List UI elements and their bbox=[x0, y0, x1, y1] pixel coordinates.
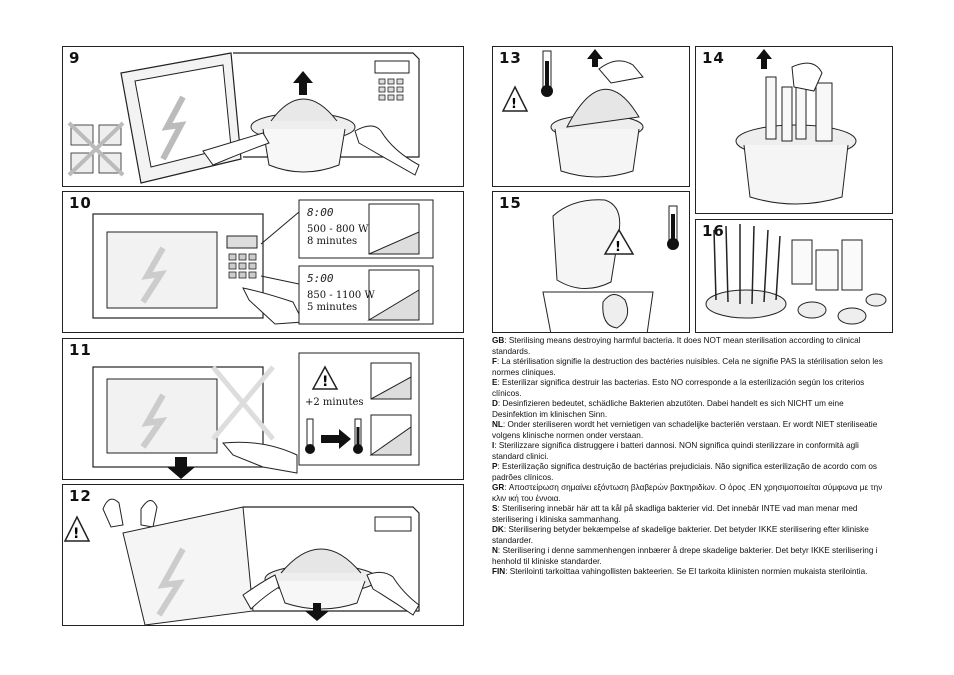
disclaimer-i: I: Sterilizzare significa distruggere i … bbox=[492, 441, 859, 461]
step-9-panel: 9 bbox=[62, 46, 464, 187]
step-number: 15 bbox=[499, 194, 522, 212]
disclaimer-gb: GB: Sterilising means destroying harmful… bbox=[492, 336, 861, 356]
power-label: 850 - 1100 W bbox=[307, 290, 375, 301]
clean-parts-illustration bbox=[705, 224, 887, 325]
step-number: 11 bbox=[69, 341, 92, 359]
step-14-panel: 14 bbox=[695, 46, 893, 214]
disclaimer-n: N: Sterilisering i denne sammenhengen in… bbox=[492, 546, 878, 566]
microwave-settings-illustration bbox=[92, 199, 434, 325]
time-label: 5 minutes bbox=[307, 302, 358, 313]
disclaimer-fin: FIN: Sterilointi tarkoittaa vahingollist… bbox=[492, 567, 868, 576]
time-label: 8 minutes bbox=[307, 236, 358, 247]
disclaimer-gr: GR: Αποστείρωση σημαίνει εξόντωση βλαβερ… bbox=[492, 483, 883, 503]
power-range-2: 850 - 1100 W 5 minutes bbox=[307, 290, 375, 314]
step-number: 10 bbox=[69, 194, 92, 212]
remove-bottles-illustration bbox=[735, 49, 857, 205]
disclaimer-f: F: La stérilisation signifie la destruct… bbox=[492, 357, 883, 377]
disclaimer-p: P: Esterilização significa destruição de… bbox=[492, 462, 878, 482]
remove-lid-illustration: ! bbox=[501, 49, 644, 178]
step-number: 12 bbox=[69, 487, 92, 505]
step-15-panel: 15 ! bbox=[492, 191, 690, 333]
svg-text:!: ! bbox=[511, 97, 517, 112]
step-number: 9 bbox=[69, 49, 81, 67]
step-16-panel: 16 bbox=[695, 219, 893, 333]
disclaimer-e: E: Esterilizar significa destruir las ba… bbox=[492, 378, 865, 398]
thermometer-icon bbox=[541, 50, 553, 97]
microwave-wait-illustration: ! bbox=[92, 352, 420, 479]
disclaimer-d: D: Desinfizieren bedeutet, schädliche Ba… bbox=[492, 399, 844, 419]
thermometer-icon bbox=[305, 418, 315, 454]
microwave-remove-illustration: ! bbox=[63, 498, 420, 625]
power-range-1: 500 - 800 W 8 minutes bbox=[307, 224, 368, 248]
svg-text:!: ! bbox=[322, 374, 328, 390]
disclaimer-nl: NL: Onder steriliseren wordt het verniet… bbox=[492, 420, 878, 440]
display-time-2: 5:00 bbox=[307, 272, 334, 285]
step-number: 13 bbox=[499, 49, 522, 67]
display-time-1: 8:00 bbox=[307, 206, 334, 219]
drain-water-illustration: ! bbox=[542, 199, 679, 332]
step-13-panel: 13 ! bbox=[492, 46, 690, 187]
disclaimer-s: S: Sterilisering innebär här att ta kål … bbox=[492, 504, 858, 524]
timer-dial-icon bbox=[368, 203, 420, 255]
step-number: 16 bbox=[702, 222, 725, 240]
timer-dial-icon bbox=[367, 269, 420, 321]
step-11-panel: 11 ! +2 minutes bbox=[62, 338, 464, 480]
step-12-panel: 12 ! bbox=[62, 484, 464, 626]
power-label: 500 - 800 W bbox=[307, 224, 369, 235]
step-10-panel: 10 8:00 500 - 800 W 8 minutes 5:00 850 -… bbox=[62, 191, 464, 333]
disclaimer-dk: DK: Sterilisering betyder bekæmpelse af … bbox=[492, 525, 869, 545]
extra-time-label: +2 minutes bbox=[305, 397, 364, 408]
thermometer-icon bbox=[353, 418, 363, 454]
svg-text:!: ! bbox=[73, 526, 79, 542]
thermometer-icon bbox=[667, 205, 679, 250]
microwave-open-illustration bbox=[67, 52, 420, 184]
step-number: 14 bbox=[702, 49, 725, 67]
svg-text:!: ! bbox=[615, 240, 621, 255]
sterilisation-disclaimer: GB: Sterilising means destroying harmful… bbox=[492, 336, 887, 578]
